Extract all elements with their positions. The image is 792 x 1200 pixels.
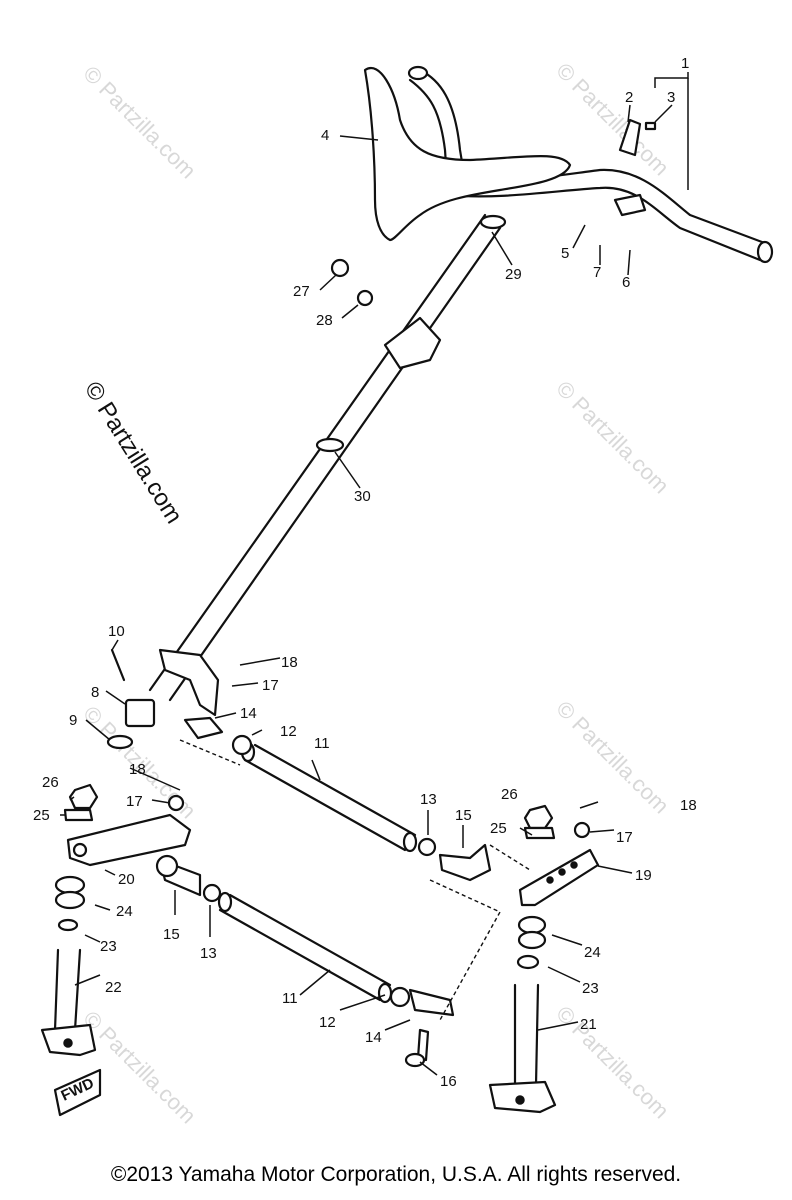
callout-27: 27: [293, 283, 310, 300]
callout-17-right: 17: [616, 829, 633, 846]
callout-24-right: 24: [584, 944, 601, 961]
callout-13-upper: 13: [420, 791, 437, 808]
watermark-main: © Partzilla.com: [79, 377, 188, 528]
watermark-mid-right: © Partzilla.com: [551, 376, 674, 499]
callout-25-left: 25: [33, 807, 50, 824]
watermark-bottom-right: © Partzilla.com: [551, 1001, 674, 1124]
callout-19: 19: [635, 867, 652, 884]
copyright-notice: ©2013 Yamaha Motor Corporation, U.S.A. A…: [110, 1163, 682, 1186]
callout-24-left: 24: [116, 903, 133, 920]
callout-20: 20: [118, 871, 135, 888]
leader-lines: [60, 72, 689, 1076]
watermark-top-right: © Partzilla.com: [551, 58, 674, 181]
steering-column: [148, 213, 507, 717]
callout-18-right: 18: [680, 797, 697, 814]
callout-13-lower: 13: [200, 945, 217, 962]
callout-18-column: 18: [281, 654, 298, 671]
callout-7: 7: [593, 264, 601, 281]
callout-22: 22: [105, 979, 122, 996]
callout-11-lower: 11: [282, 990, 298, 1007]
callout-28: 28: [316, 312, 333, 329]
callout-12-lower: 12: [319, 1014, 336, 1031]
callout-16: 16: [440, 1073, 457, 1090]
fwd-arrow-icon: FWD: [53, 1068, 102, 1117]
callout-23-right: 23: [582, 980, 599, 997]
callout-21: 21: [580, 1016, 597, 1033]
callout-30: 30: [354, 488, 371, 505]
tie-rod-lower: [155, 854, 455, 1068]
watermark-bottom-left: © Partzilla.com: [78, 1006, 201, 1129]
callout-15-upper: 15: [455, 807, 472, 824]
callout-15-lower: 15: [163, 926, 180, 943]
callout-23-left: 23: [100, 938, 117, 955]
handlebar-pad: [363, 67, 572, 242]
callout-17-column: 17: [262, 677, 279, 694]
callout-numbers: 1 2 3 4 5 6 7 8 9 10 11 11 12 12 13 13 1…: [33, 55, 697, 1090]
handlebar-assembly: [363, 65, 774, 264]
callout-18-left: 18: [129, 761, 146, 778]
callout-8: 8: [91, 684, 99, 701]
callout-9: 9: [69, 712, 77, 729]
tie-rod-upper: [183, 716, 492, 882]
callout-26-left: 26: [42, 774, 59, 791]
callout-14-upper: 14: [240, 705, 257, 722]
callout-26-right: 26: [501, 786, 518, 803]
callout-3: 3: [667, 89, 675, 106]
watermark-top-left: © Partzilla.com: [78, 61, 201, 184]
callout-14-lower: 14: [365, 1029, 382, 1046]
callout-5: 5: [561, 245, 569, 262]
callout-25-right: 25: [490, 820, 507, 837]
callout-29: 29: [505, 266, 522, 283]
watermark-center-right: © Partzilla.com: [551, 696, 674, 819]
callout-17-left: 17: [126, 793, 143, 810]
callout-12-upper: 12: [280, 723, 297, 740]
left-spindle: [40, 648, 192, 1057]
callout-1: 1: [681, 55, 689, 72]
callout-2: 2: [625, 89, 633, 106]
callout-6: 6: [622, 274, 630, 291]
callout-4: 4: [321, 127, 329, 144]
callout-11-upper: 11: [314, 735, 330, 752]
callout-10: 10: [108, 623, 125, 640]
right-spindle: [488, 804, 600, 1114]
